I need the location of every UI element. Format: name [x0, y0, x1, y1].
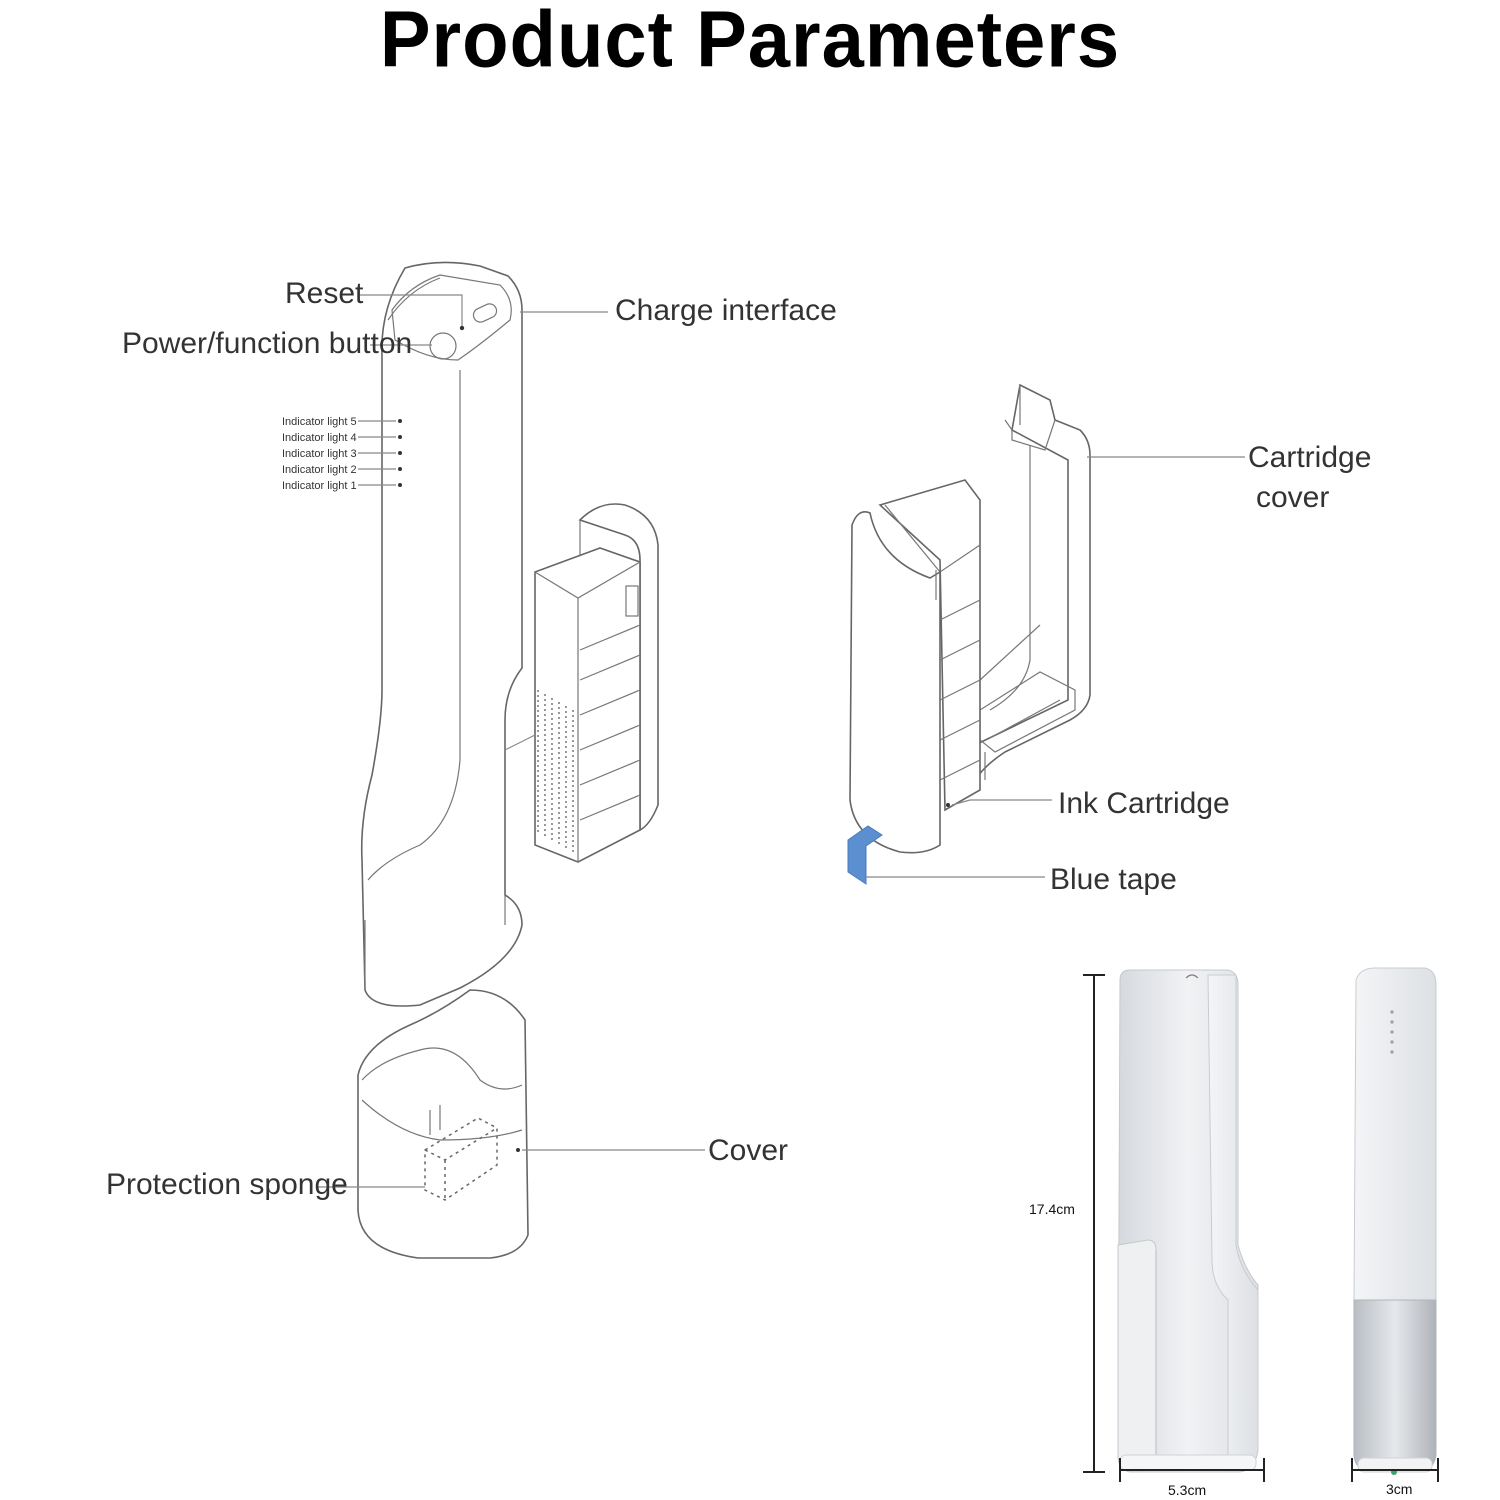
indicator-light-dots [1390, 1010, 1394, 1054]
dimension-height-label: 17.4cm [1029, 1201, 1075, 1217]
cartridge-cover-drawing [974, 383, 1091, 783]
dimension-height [1083, 974, 1105, 1473]
printer-body-drawing [360, 261, 523, 1007]
label-indicator-1: Indicator light 1 [282, 480, 357, 492]
leader-lines [318, 294, 1245, 1188]
label-power-button: Power/function button [122, 327, 412, 360]
label-indicator-3: Indicator light 3 [282, 448, 357, 460]
label-charge-interface: Charge interface [615, 294, 837, 327]
power-button-drawing [429, 332, 457, 360]
blue-tape-shape [847, 825, 883, 885]
indicator-dots [398, 419, 402, 487]
reset-hole [459, 325, 465, 331]
ink-cartridge-drawing-left [534, 503, 659, 863]
dimension-depth [1351, 1458, 1439, 1482]
label-ink-cartridge: Ink Cartridge [1058, 787, 1230, 820]
label-indicator-4: Indicator light 4 [282, 432, 357, 444]
product-photo-side [1353, 967, 1437, 1475]
page-title: Product Parameters [379, 0, 1121, 85]
dimension-width [1119, 1458, 1265, 1482]
label-cartridge-cover-line1: Cartridge [1248, 441, 1371, 474]
ink-cartridge-drawing-right [847, 479, 981, 885]
label-reset: Reset [285, 277, 364, 310]
label-indicator-2: Indicator light 2 [282, 464, 357, 476]
cover-drawing [357, 989, 529, 1259]
product-photo-front [1117, 969, 1259, 1473]
dimension-depth-label: 3cm [1386, 1481, 1412, 1497]
label-cartridge-cover-line2: cover [1256, 481, 1329, 514]
label-protection-sponge: Protection sponge [106, 1168, 348, 1201]
label-indicator-5: Indicator light 5 [282, 416, 357, 428]
charge-port-drawing [472, 303, 498, 323]
label-blue-tape: Blue tape [1050, 863, 1177, 896]
dimension-width-label: 5.3cm [1168, 1482, 1206, 1498]
label-cover: Cover [708, 1134, 788, 1167]
